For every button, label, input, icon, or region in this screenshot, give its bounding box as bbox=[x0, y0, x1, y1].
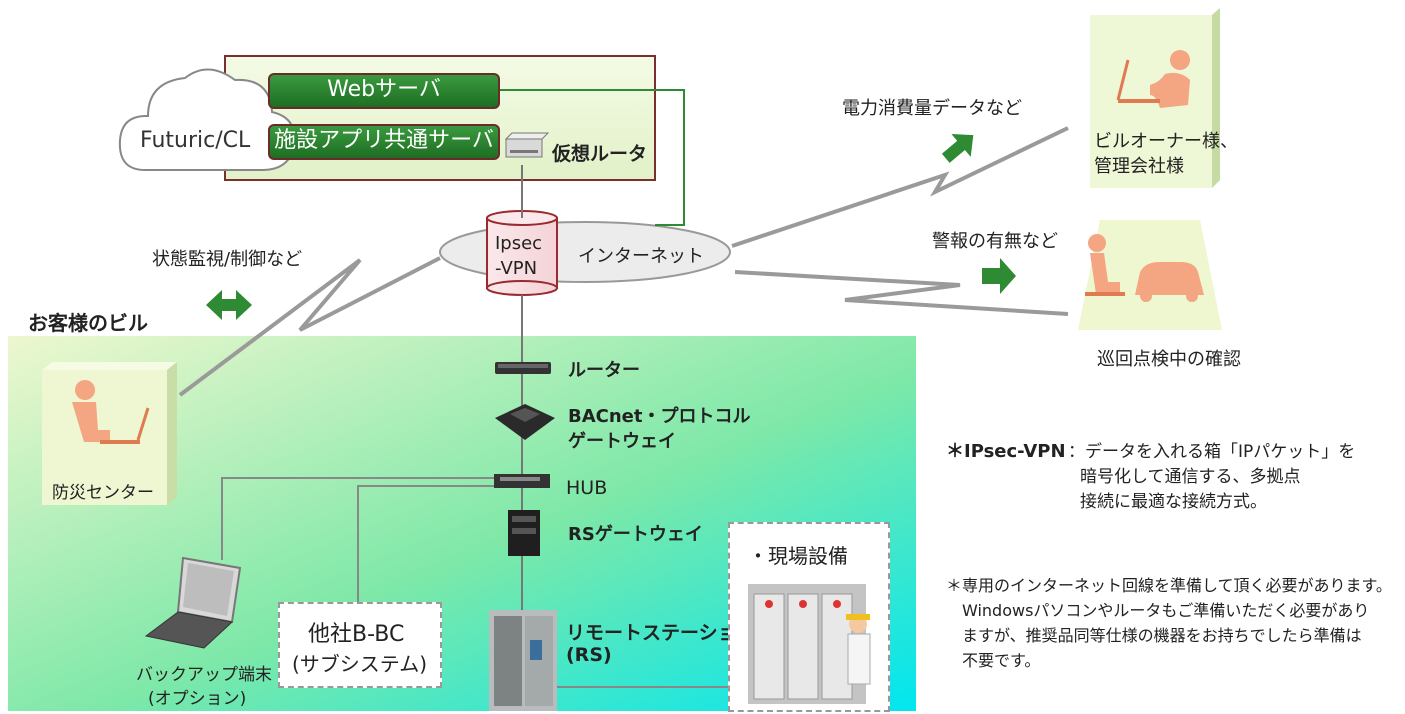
ipsec-note-text2: 暗号化して通信する、多拠点 bbox=[1080, 467, 1301, 487]
other-company-box bbox=[278, 602, 442, 688]
web-server-link bbox=[498, 89, 685, 226]
owner-label-line2: 管理会社様 bbox=[1094, 156, 1184, 177]
remote-station-label-line1: リモートステーション bbox=[566, 622, 756, 644]
other-company-line2: (サブシステム) bbox=[292, 652, 428, 676]
other-company-line1: 他社B-BC bbox=[308, 622, 405, 647]
remote-station-label-line2: (RS) bbox=[566, 644, 612, 666]
bacnet-label-line1: BACnet・プロトコル bbox=[568, 406, 751, 427]
bacnet-label-line2: ゲートウェイ bbox=[568, 431, 676, 452]
owner-label-line1: ビルオーナー様、 bbox=[1094, 131, 1238, 152]
double-arrow-icon bbox=[206, 290, 252, 320]
monitor-label: 状態監視/制御など bbox=[152, 249, 303, 270]
hub-to-backup-link bbox=[221, 477, 500, 560]
disaster-center-panel bbox=[42, 362, 177, 505]
rs-gateway-label: RSゲートウェイ bbox=[568, 524, 703, 545]
virtual-router-icon bbox=[504, 132, 550, 158]
power-data-label: 電力消費量データなど bbox=[842, 98, 1022, 119]
hub-to-other-link bbox=[357, 485, 500, 602]
line-note-1: ＊専用のインターネット回線を準備して頂く必要があります。 bbox=[946, 576, 1392, 595]
shared-server-box: 施設アプリ共通サーバ bbox=[268, 124, 500, 160]
rs-gateway-icon bbox=[508, 510, 540, 556]
arrow-up-right-icon bbox=[941, 133, 974, 163]
internet-label: インターネット bbox=[578, 246, 704, 267]
hub-device-icon bbox=[494, 474, 550, 488]
hub-label: HUB bbox=[566, 477, 608, 499]
owner-panel bbox=[1090, 8, 1220, 188]
vpn-label-line1: Ipsec bbox=[495, 233, 543, 254]
remote-station-icon bbox=[489, 610, 557, 711]
site-equipment-box bbox=[728, 522, 890, 712]
bacnet-gateway-icon bbox=[495, 404, 555, 440]
backup-label-line2: (オプション) bbox=[148, 689, 247, 709]
cloud-label: Futuric/CL bbox=[140, 128, 251, 153]
line-note-2: Windowsパソコンやルータもご準備いただく必要があり bbox=[962, 601, 1370, 620]
disaster-center-label: 防災センター bbox=[52, 483, 154, 503]
ipsec-note-text3: 接続に最適な接続方式。 bbox=[1080, 492, 1267, 512]
ipsec-note-text1: ：データを入れる箱「IPパケット」を bbox=[1068, 442, 1356, 462]
line-note-4: 不要です。 bbox=[962, 651, 1041, 670]
alarm-label: 警報の有無など bbox=[932, 231, 1058, 252]
web-server-box: Webサーバ bbox=[268, 73, 500, 109]
router-label: ルーター bbox=[568, 360, 640, 381]
router-device-icon bbox=[495, 362, 551, 374]
patrol-label: 巡回点検中の確認 bbox=[1097, 349, 1241, 370]
patrol-panel bbox=[1078, 220, 1222, 330]
site-equipment-label: ・現場設備 bbox=[748, 544, 848, 568]
backup-label-line1: バックアップ端末 bbox=[136, 665, 272, 685]
arrow-right-icon bbox=[982, 258, 1016, 294]
site-equipment-illustration bbox=[748, 584, 871, 704]
line-note-3: ますが、推奨品同等仕様の機器をお持ちでしたら準備は bbox=[962, 626, 1362, 645]
ipsec-note-key: ＊IPsec-VPN bbox=[946, 441, 1066, 462]
laptop-icon bbox=[144, 556, 242, 649]
network-links bbox=[178, 126, 1069, 397]
vpn-label-line2: -VPN bbox=[495, 258, 538, 279]
virtual-router-label: 仮想ルータ bbox=[552, 143, 648, 165]
building-title: お客様のビル bbox=[28, 311, 148, 335]
